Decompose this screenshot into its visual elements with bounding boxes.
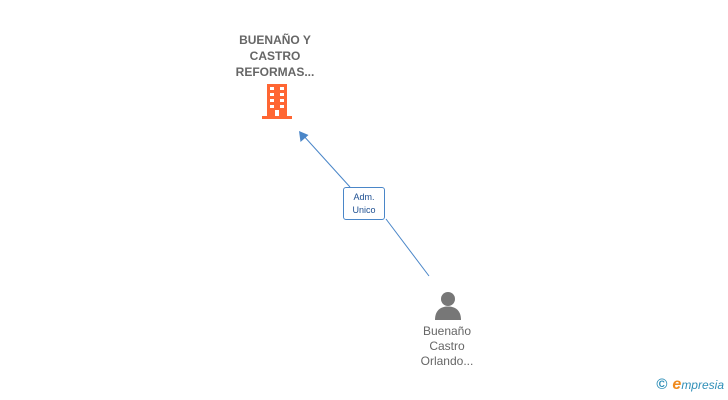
empresia-logo[interactable]: © e mpresia: [656, 376, 724, 394]
building-icon[interactable]: [260, 83, 294, 119]
brand-initial: e: [672, 376, 682, 393]
company-name-line: CASTRO: [249, 49, 301, 63]
person-name-line: Buenaño: [422, 324, 472, 338]
company-name-line: REFORMAS...: [235, 65, 315, 79]
relation-edge-line: [301, 133, 430, 277]
person-name[interactable]: Buenaño Castro Orlando...: [400, 324, 494, 369]
person-name-line: Castro: [429, 339, 465, 353]
company-name-line: BUENAÑO Y: [239, 33, 311, 47]
relation-label-adm-unico[interactable]: Adm. Unico: [343, 187, 385, 220]
copyright-icon: ©: [656, 376, 668, 393]
arrow-head-icon: [299, 131, 309, 142]
relation-label-line: Adm.: [353, 192, 375, 202]
company-name[interactable]: BUENAÑO Y CASTRO REFORMAS...: [214, 32, 336, 80]
relation-label-line: Unico: [352, 205, 376, 215]
person-name-line: Orlando...: [420, 354, 474, 368]
person-icon[interactable]: [433, 290, 463, 320]
brand-name: mpresia: [681, 378, 724, 392]
